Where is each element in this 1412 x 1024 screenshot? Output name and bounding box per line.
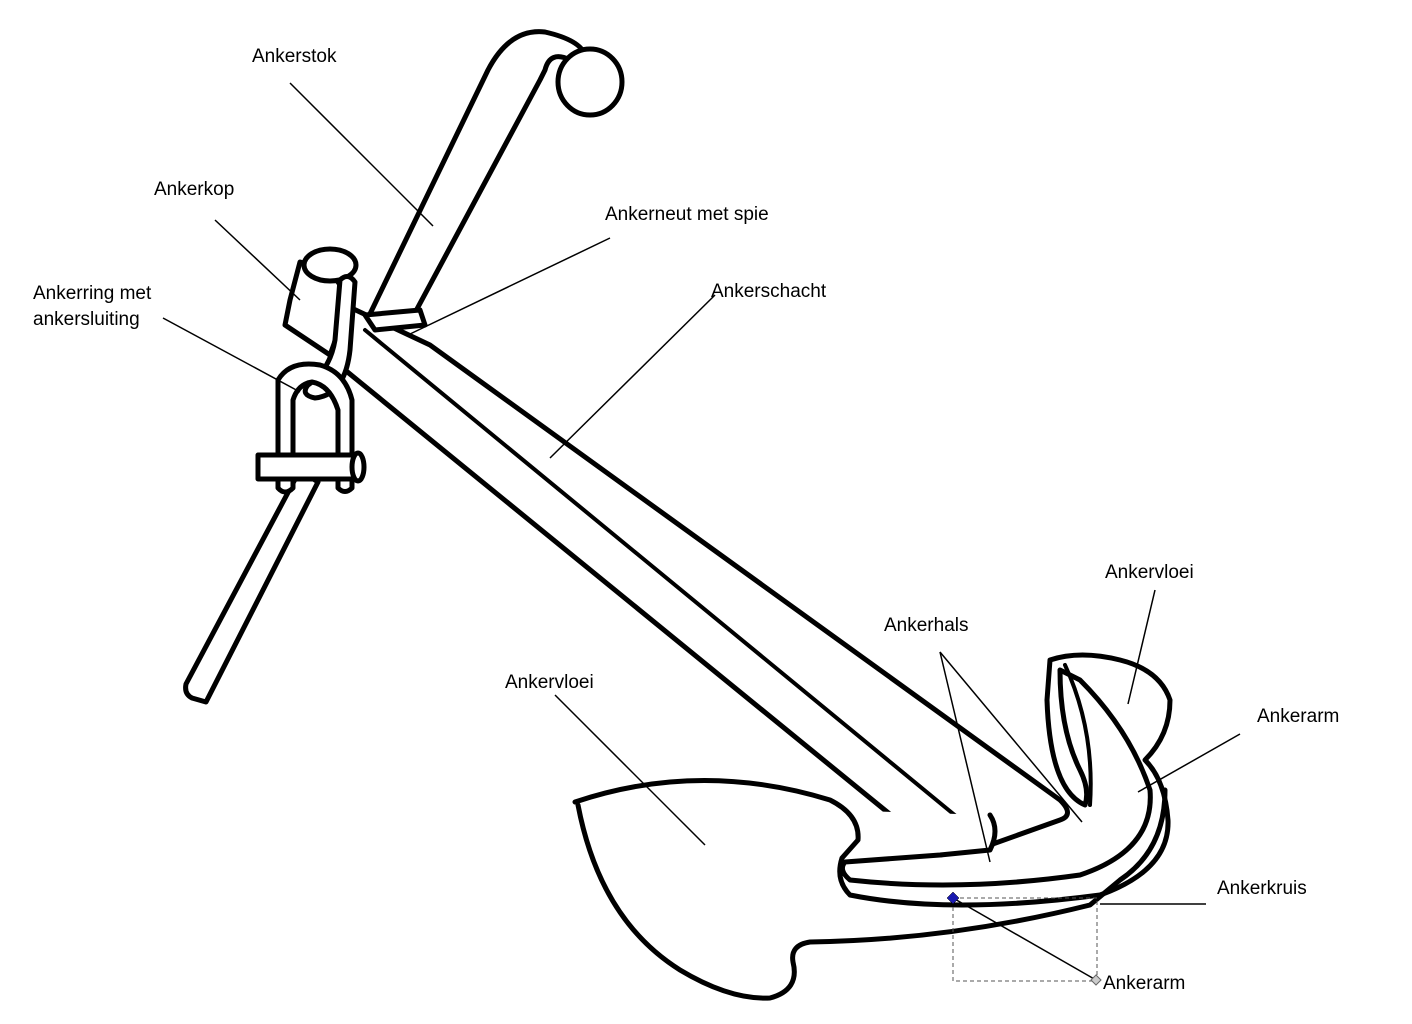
label-ankerring-line1: Ankerring met <box>33 283 152 304</box>
label-ankerschacht: Ankerschacht <box>711 281 827 302</box>
leader-ankervloei-left <box>554 694 706 846</box>
selection-handle-end[interactable] <box>1090 974 1102 986</box>
leader-lines <box>162 82 1241 981</box>
shank <box>342 302 1070 858</box>
shackle <box>275 361 355 495</box>
leader-ankerkop <box>214 219 301 301</box>
label-ankervloei-left: Ankervloei <box>505 672 594 693</box>
left-fluke <box>572 652 1173 908</box>
label-ankerhals: Ankerhals <box>884 615 969 636</box>
leader-ankervloei-right <box>1127 589 1156 705</box>
label-ankerarm-right: Ankerarm <box>1257 706 1340 727</box>
label-ankerring-line2: ankersluiting <box>33 309 140 330</box>
stock-upper <box>365 29 588 325</box>
shank-center-line <box>363 328 987 842</box>
head-bolt <box>301 246 359 284</box>
lower-blade <box>575 787 1168 1001</box>
leader-ankerarm-right <box>1137 733 1241 793</box>
label-ankervloei-right: Ankervloei <box>1105 562 1194 583</box>
label-ankerneut: Ankerneut met spie <box>605 204 769 225</box>
selection-handle-start[interactable] <box>946 891 960 905</box>
leader-ankerring <box>162 317 301 393</box>
leader-ankerstok <box>289 82 434 227</box>
right-fluke-inner-line <box>1063 663 1093 807</box>
leader-ankerhals-2 <box>939 651 1083 823</box>
selection-box[interactable] <box>952 897 1098 982</box>
shackle-pin <box>255 452 361 482</box>
stock-ball <box>555 46 625 118</box>
label-ankerkruis: Ankerkruis <box>1217 878 1307 899</box>
shackle-pin-end <box>349 450 367 484</box>
label-ankerstok: Ankerstok <box>252 46 337 67</box>
leader-ankerneut <box>407 237 611 336</box>
leader-ankerschacht <box>549 294 716 459</box>
stock-key <box>362 307 428 333</box>
stock-lower <box>183 467 321 705</box>
label-ankerarm-bottom[interactable]: Ankerarm <box>1103 973 1186 994</box>
label-ankerkop: Ankerkop <box>154 179 235 200</box>
leader-ankerarm-bottom[interactable] <box>952 897 1097 981</box>
leader-ankerhals-1 <box>939 651 991 863</box>
